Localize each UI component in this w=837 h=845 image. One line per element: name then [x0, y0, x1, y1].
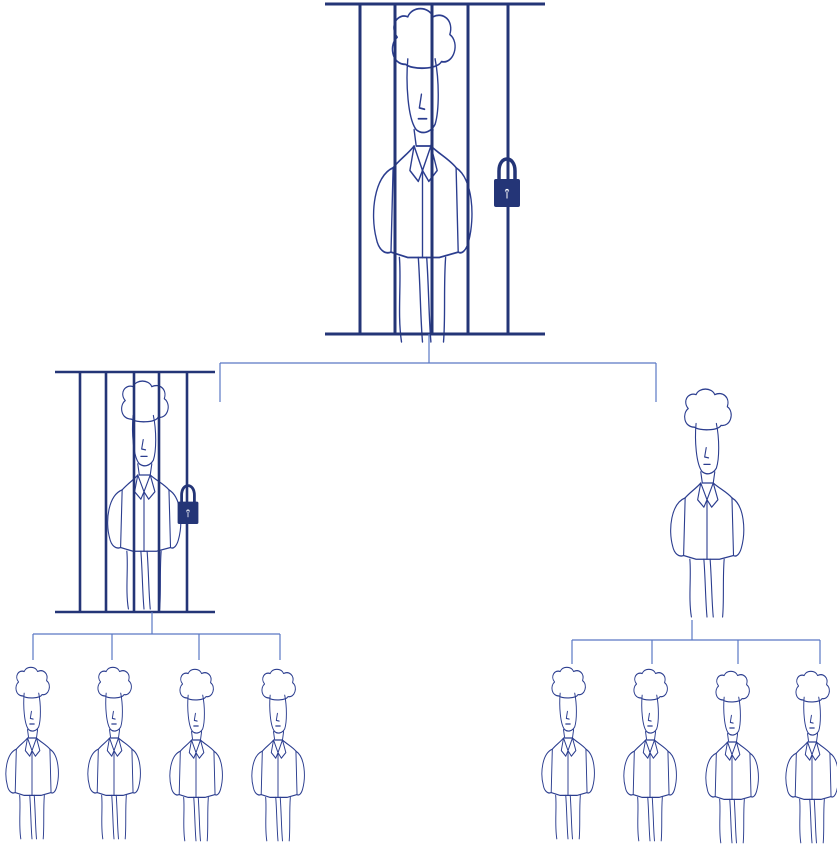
- person-in-suit-icon: [705, 670, 759, 844]
- person-in-suit-icon: [169, 668, 223, 842]
- connector-left-manager-to-staff: [32, 612, 281, 660]
- person-in-suit-icon: [372, 7, 473, 343]
- jail-bars-icon: [55, 370, 215, 614]
- person-in-suit-icon: [670, 388, 745, 618]
- right-team: [541, 666, 837, 844]
- manager-left-node: [55, 370, 215, 614]
- connector-root-to-managers: [219, 334, 657, 402]
- person-in-suit-icon: [251, 668, 305, 842]
- jail-bars-icon: [325, 2, 545, 336]
- person-in-suit-icon: [107, 380, 182, 610]
- person-in-suit-icon: [5, 666, 59, 840]
- person-in-suit-icon: [785, 670, 837, 844]
- left-team: [5, 666, 305, 842]
- person-in-suit-icon: [623, 668, 677, 842]
- person-in-suit-icon: [541, 666, 595, 840]
- root-person-node: [325, 2, 545, 343]
- manager-right-node: [670, 388, 745, 618]
- person-in-suit-icon: [87, 666, 141, 840]
- connector-right-manager-to-staff: [571, 620, 821, 664]
